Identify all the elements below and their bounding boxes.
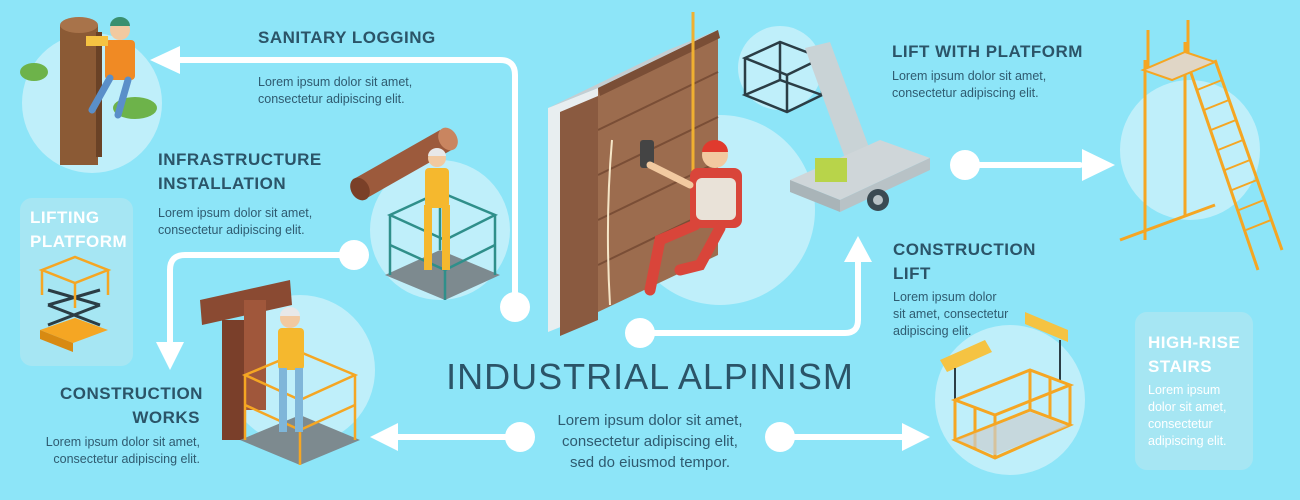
arrow-down-construction [156, 342, 184, 370]
text-line: consectetur adipiscing elit. [158, 223, 305, 237]
text-line: adipiscing elit. [893, 324, 972, 338]
arrow-right-stairs [1082, 149, 1115, 181]
lift-with-platform-text: Lorem ipsum dolor sit amet, consectetur … [892, 68, 1046, 102]
high-rise-stairs-panel [1135, 312, 1253, 470]
construction-lift-text: Lorem ipsum dolor sit amet, consectetur … [893, 289, 1008, 340]
page-title: INDUSTRIAL ALPINISM [446, 356, 854, 397]
text-line: dolor sit amet, [1148, 400, 1227, 414]
arrow-left-logging [150, 46, 180, 74]
arrow-right-bottom [902, 423, 930, 451]
construction-works-text: Lorem ipsum dolor sit amet, consectetur … [20, 434, 200, 468]
main-description-line: Lorem ipsum dolor sit amet, [557, 412, 743, 429]
sanitary-logging-text: Lorem ipsum dolor sit amet, consectetur … [258, 74, 412, 108]
heading-line: LIFT [893, 264, 931, 283]
construction-illustration [200, 280, 360, 465]
heading-line: INSTALLATION [158, 174, 287, 193]
node-stairs [950, 150, 980, 180]
main-description-line: sed do eiusmod tempor. [569, 454, 731, 471]
arrowheads [150, 46, 1115, 451]
high-rise-stairs-heading: HIGH-RISE STAIRS [1148, 331, 1240, 379]
lift-illustration [741, 40, 930, 212]
text-line: consectetur [1148, 417, 1213, 431]
heading-line: CONSTRUCTION [893, 240, 1036, 259]
heading-line: INFRASTRUCTURE [158, 150, 322, 169]
lifting-platform-heading: LIFTING PLATFORM [30, 206, 127, 254]
climber-illustration [548, 12, 742, 336]
connector-lines [167, 57, 1083, 440]
heading-line: HIGH-RISE [1148, 333, 1241, 352]
connector-to-lift [637, 257, 861, 336]
text-line: Lorem ipsum dolor [893, 290, 997, 304]
node-bottom-right [765, 422, 795, 452]
text-line: consectetur adipiscing elit. [53, 452, 200, 466]
infrastructure-illustration [350, 127, 500, 300]
connector-to-logging [172, 57, 518, 303]
connector-nodes [339, 150, 980, 452]
text-line: Lorem ipsum dolor sit amet, [892, 69, 1047, 83]
heading-line: LIFTING [30, 208, 100, 227]
infrastructure-heading: INFRASTRUCTURE INSTALLATION [158, 148, 322, 196]
main-description: Lorem ipsum dolor sit amet, consectetur … [520, 410, 780, 473]
node-logging [500, 292, 530, 322]
text-line: adipiscing elit. [1148, 434, 1227, 448]
stairs-illustration [1119, 20, 1284, 271]
text-line: sit amet, consectetur [893, 307, 1009, 321]
sanitary-logging-heading: SANITARY LOGGING [258, 28, 436, 47]
arrow-left-bottom [370, 423, 398, 451]
node-bottom-left [505, 422, 535, 452]
heading-line: WORKS [132, 408, 200, 427]
main-description-line: consectetur adipiscing elit, [562, 433, 738, 450]
high-rise-stairs-text: Lorem ipsum dolor sit amet, consectetur … [1148, 382, 1227, 450]
text-line: Lorem ipsum dolor sit amet, [45, 435, 200, 449]
construction-lift-heading: CONSTRUCTION LIFT [893, 238, 1036, 286]
infrastructure-text: Lorem ipsum dolor sit amet, consectetur … [158, 205, 312, 239]
text-line: Lorem ipsum dolor sit amet, [158, 206, 313, 220]
stairs-backdrop [1120, 80, 1260, 220]
text-line: Lorem ipsum dolor sit amet, [258, 75, 413, 89]
text-line: consectetur adipiscing elit. [892, 86, 1039, 100]
scissor-lift-illustration [38, 255, 112, 352]
cradle-illustration [940, 312, 1075, 460]
construction-works-heading: CONSTRUCTION WORKS [60, 382, 203, 430]
node-infrastructure [339, 240, 369, 270]
text-line: consectetur adipiscing elit. [258, 92, 405, 106]
text-line: Lorem ipsum [1148, 383, 1221, 397]
connector-to-construction [167, 252, 358, 348]
heading-line: PLATFORM [30, 232, 128, 251]
logging-illustration [20, 17, 157, 165]
lift-with-platform-heading: LIFT WITH PLATFORM [892, 42, 1083, 61]
heading-line: STAIRS [1148, 357, 1213, 376]
heading-line: CONSTRUCTION [60, 384, 203, 403]
arrow-up-lift [844, 236, 872, 262]
node-lift [625, 318, 655, 348]
